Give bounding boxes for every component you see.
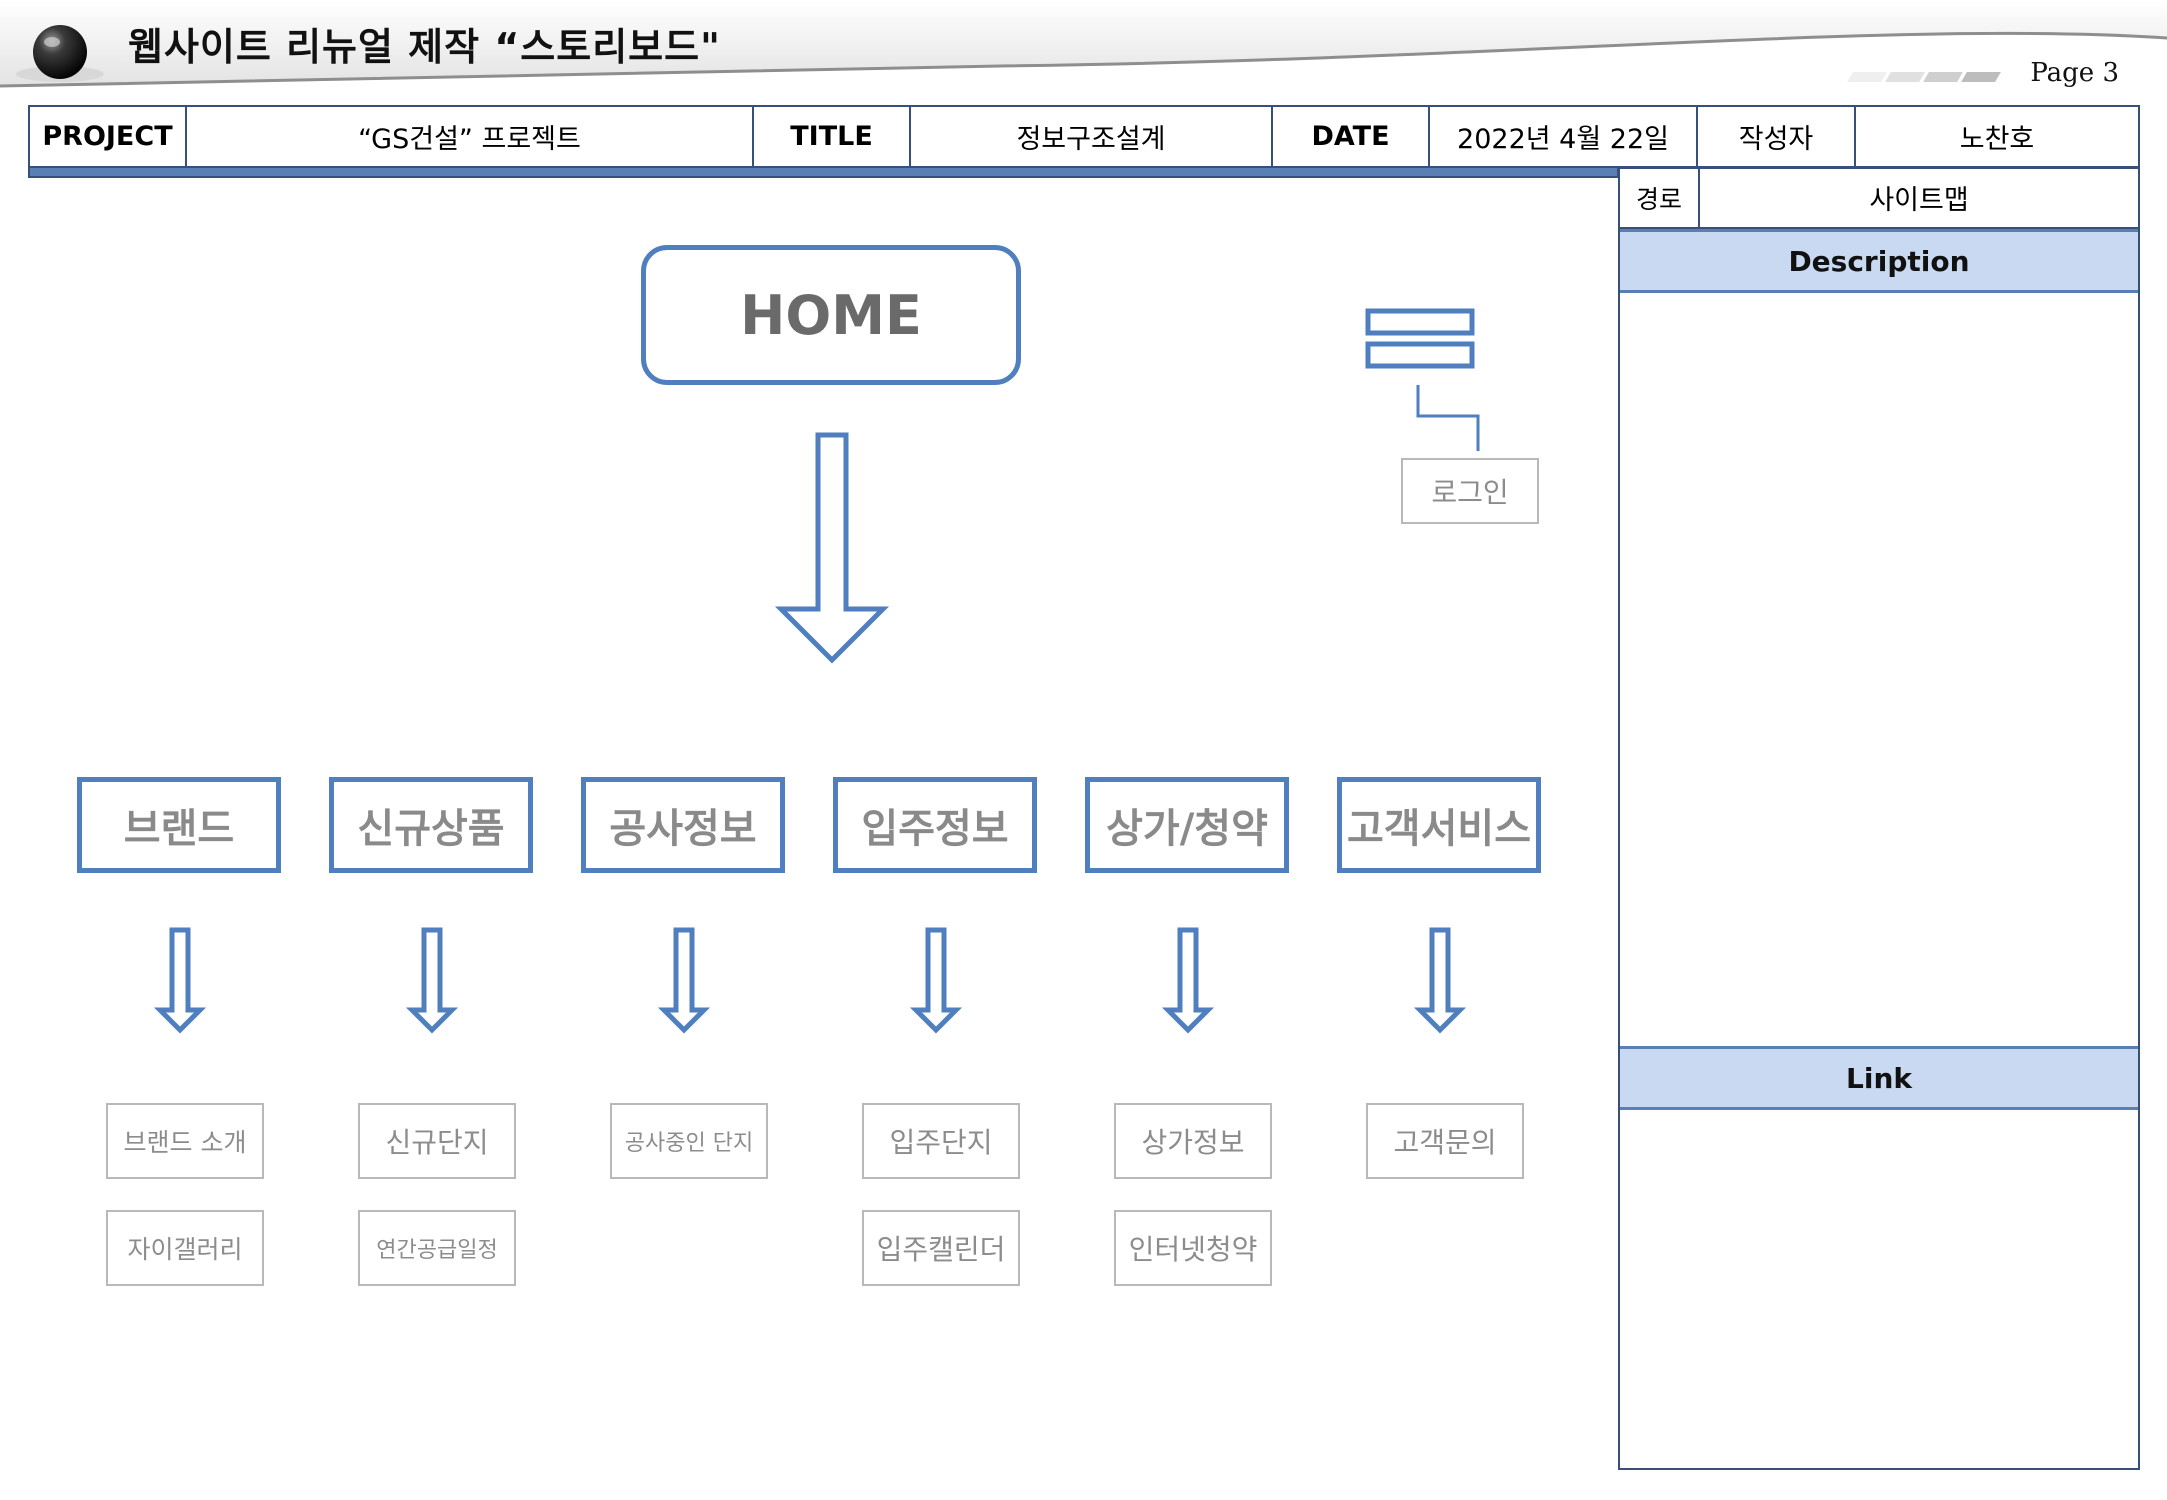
category-construction-info: 공사정보 — [581, 777, 785, 873]
category-brand: 브랜드 — [77, 777, 281, 873]
page-move-in-complex: 입주단지 — [862, 1103, 1020, 1179]
category-down-arrow — [657, 927, 711, 1034]
login-icon — [1365, 308, 1475, 336]
page-xi-gallery: 자이갤러리 — [106, 1210, 264, 1286]
sidebar-panel: Description Link — [1618, 167, 2140, 1470]
category-down-arrow — [1161, 927, 1215, 1034]
page-brand-intro: 브랜드 소개 — [106, 1103, 264, 1179]
category-move-in-info: 입주정보 — [833, 777, 1037, 873]
home-down-arrow — [774, 432, 890, 664]
date-value: 2022년 4월 22일 — [1428, 105, 1698, 168]
page-commercial-info: 상가정보 — [1114, 1103, 1272, 1179]
category-customer-service: 고객서비스 — [1337, 777, 1541, 873]
document-title: 웹사이트 리뉴얼 제작 “스토리보드" — [128, 25, 721, 69]
page-new-complex: 신규단지 — [358, 1103, 516, 1179]
page-number: Page 3 — [2030, 58, 2119, 88]
category-down-arrow — [405, 927, 459, 1034]
page-move-in-calendar: 입주캘린더 — [862, 1210, 1020, 1286]
page-annual-supply-schedule: 연간공급일정 — [358, 1210, 516, 1286]
header-decoration — [0, 0, 2167, 88]
category-new-products: 신규상품 — [329, 777, 533, 873]
description-header: Description — [1620, 229, 2138, 293]
home-node: HOME — [641, 245, 1021, 385]
page-complex-under-construction: 공사중인 단지 — [610, 1103, 768, 1179]
page-customer-inquiry: 고객문의 — [1366, 1103, 1524, 1179]
page-internet-subscription: 인터넷청약 — [1114, 1210, 1272, 1286]
link-header: Link — [1620, 1046, 2138, 1110]
category-down-arrow — [153, 927, 207, 1034]
category-commercial-subscription: 상가/청약 — [1085, 777, 1289, 873]
category-down-arrow — [909, 927, 963, 1034]
category-down-arrow — [1413, 927, 1467, 1034]
login-node: 로그인 — [1401, 458, 1539, 524]
login-connector — [1416, 385, 1480, 451]
